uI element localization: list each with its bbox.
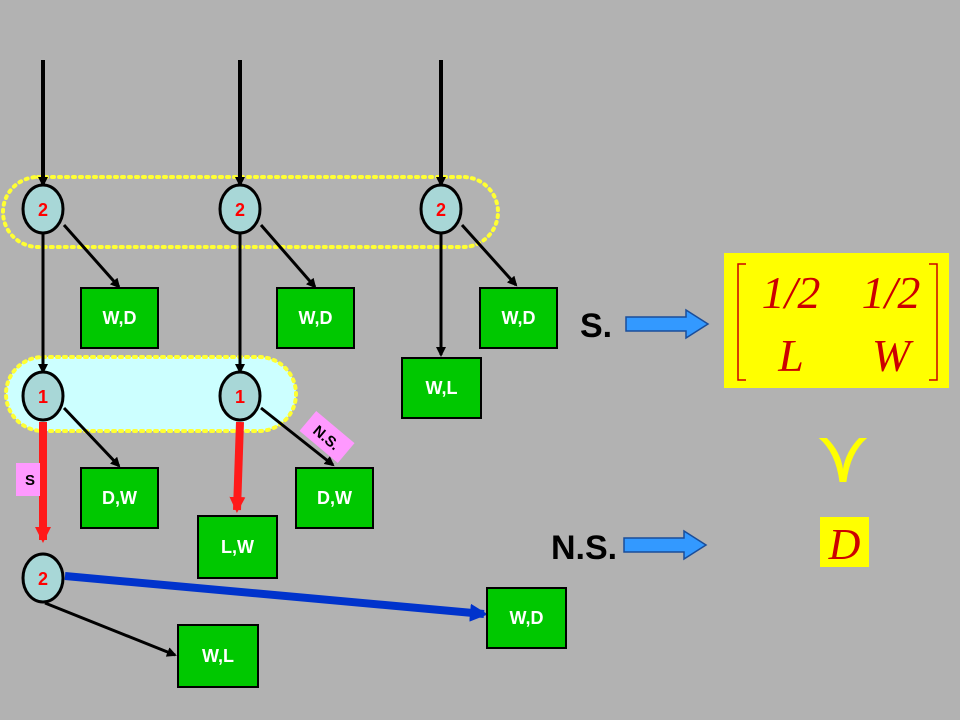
nonstrategic-edge-blue: [64, 572, 488, 622]
tag-s-small: S: [16, 463, 40, 496]
node-top-mid: 2: [218, 183, 262, 235]
edge-top-right-diag: [460, 223, 518, 287]
node-label: 2: [235, 200, 245, 220]
arrow-strategic-right: [625, 308, 710, 340]
outcome-matrix: 1/2 1/2 L W: [724, 253, 949, 388]
arrow-nonstrategic-right: [623, 529, 708, 561]
outcome-label: W,L: [426, 378, 458, 398]
matrix-cell: W: [872, 330, 914, 381]
edge-top-mid-diag: [259, 224, 317, 289]
edge-mid-mid-diag: [260, 406, 335, 467]
node-mid-mid: 1: [218, 370, 262, 422]
matrix-cell: 1/2: [762, 267, 821, 318]
outcome-box-wd-3: W,D: [479, 287, 558, 349]
matrix-left-bracket: [737, 263, 746, 381]
outcome-box-wd-2: W,D: [276, 287, 355, 349]
preference-symbol: ⋎: [815, 411, 871, 500]
node-label: 2: [38, 200, 48, 220]
outcome-box-wl-1: W,L: [401, 357, 482, 419]
outcome-label: D,W: [102, 488, 137, 508]
node-bottom: 2: [21, 552, 65, 604]
strategic-label: S.: [580, 307, 612, 345]
outcome-label: W,L: [202, 646, 234, 666]
outcome-box-wl-2: W,L: [177, 624, 259, 688]
outcome-box-dw-2: D,W: [295, 467, 374, 529]
strategic-edge-mid: [229, 421, 246, 513]
tag-ns-small: N.S.: [299, 410, 355, 464]
outcome-box-dw-1: D,W: [80, 467, 159, 529]
matrix-cell: L: [777, 330, 804, 381]
node-label: 2: [38, 569, 48, 589]
node-label: 1: [38, 387, 48, 407]
matrix-right-bracket: [929, 263, 938, 381]
edge-top-left-diag: [62, 224, 121, 289]
info-set-player2: [1, 175, 500, 249]
node-mid-left: 1: [21, 370, 65, 422]
outcome-label: W,D: [510, 608, 544, 628]
node-label: 1: [235, 387, 245, 407]
node-top-right: 2: [419, 183, 463, 235]
node-top-left: 2: [21, 183, 65, 235]
edge-mid-left-diag: [62, 406, 121, 468]
nonstrategic-label: N.S.: [551, 529, 617, 567]
outcome-label: L,W: [221, 537, 254, 557]
outcome-label: W,D: [502, 308, 536, 328]
outcome-label: W,D: [103, 308, 137, 328]
edge-bottom-diag: [44, 601, 177, 657]
outcome-box-wd-4: W,D: [486, 587, 567, 649]
outcome-box-lw-1: L,W: [197, 515, 278, 579]
outcome-d-label: D: [828, 520, 861, 569]
info-set-player1: [4, 355, 298, 433]
outcome-label: W,D: [299, 308, 333, 328]
node-label: 2: [436, 200, 446, 220]
tag-label: S: [25, 472, 35, 489]
matrix-cell: 1/2: [862, 267, 921, 318]
outcome-box-wd-1: W,D: [80, 287, 159, 349]
outcome-label: D,W: [317, 488, 352, 508]
outcome-d-box: D: [820, 517, 869, 569]
